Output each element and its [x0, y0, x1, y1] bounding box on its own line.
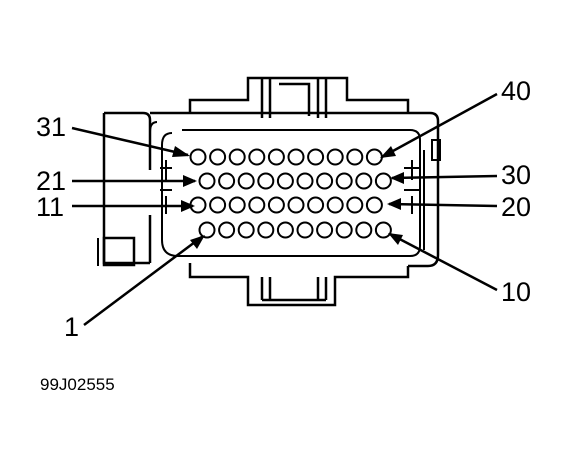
- arrowhead-1: [190, 235, 205, 249]
- pin-cavity-28: [335, 172, 353, 190]
- label-pin-1: 1: [64, 312, 79, 342]
- leader-30: [391, 174, 498, 180]
- leader-1: [83, 234, 204, 327]
- pin-cavity-22: [218, 172, 236, 190]
- leader-31: [71, 126, 189, 157]
- pin-cavity-1: [198, 221, 216, 239]
- pin-cavity-6: [296, 221, 314, 239]
- pin-cavity-13: [228, 196, 246, 214]
- connector-housing: [97, 76, 441, 307]
- arrowhead-10: [388, 233, 403, 245]
- pin-cavity-18: [326, 196, 344, 214]
- label-pin-11: 11: [36, 192, 64, 222]
- pin-cavity-29: [355, 172, 373, 190]
- pin-cavity-30: [374, 172, 392, 190]
- pin-cavity-27: [316, 172, 334, 190]
- pin-cavity-32: [209, 148, 227, 166]
- pin-cavity-35: [267, 148, 285, 166]
- arrowhead-21: [183, 175, 197, 187]
- pin-cavity-4: [257, 221, 275, 239]
- pin-cavity-26: [296, 172, 314, 190]
- arrowhead-11: [181, 200, 195, 212]
- pin-cavity-37: [307, 148, 325, 166]
- label-pin-30: 30: [501, 160, 531, 190]
- leader-10: [389, 232, 498, 292]
- pin-cavity-3: [237, 221, 255, 239]
- pin-cavity-16: [287, 196, 305, 214]
- pin-cavity-21: [198, 172, 216, 190]
- arrowhead-40: [380, 146, 396, 158]
- label-pin-10: 10: [501, 277, 531, 307]
- leader-40: [381, 92, 498, 159]
- pin-cavity-2: [218, 221, 236, 239]
- label-pin-40: 40: [501, 76, 531, 106]
- arrowhead-20: [387, 198, 401, 210]
- pin-cavity-7: [316, 221, 334, 239]
- pin-cavity-23: [237, 172, 255, 190]
- pin-cavity-38: [326, 148, 344, 166]
- pin-cavity-31: [189, 148, 207, 166]
- pin-cavity-8: [335, 221, 353, 239]
- figure-id: 99J02555: [40, 375, 115, 394]
- arrowhead-31: [172, 146, 190, 157]
- pin-cavity-10: [374, 221, 392, 239]
- label-pin-21: 21: [36, 166, 66, 196]
- pin-cavity-20: [365, 196, 383, 214]
- arrowhead-30: [390, 172, 404, 184]
- leader-20: [388, 202, 498, 208]
- pin-cavity-40: [365, 148, 383, 166]
- pin-cavity-34: [248, 148, 266, 166]
- pin-cavity-25: [276, 172, 294, 190]
- pin-cavity-39: [346, 148, 364, 166]
- pin-cavity-33: [228, 148, 246, 166]
- pin-cavity-19: [346, 196, 364, 214]
- pin-cavity-5: [276, 221, 294, 239]
- pin-cavity-14: [248, 196, 266, 214]
- label-pin-20: 20: [501, 192, 531, 222]
- pin-cavity-9: [355, 221, 373, 239]
- pin-cavity-36: [287, 148, 305, 166]
- pin-cavity-24: [257, 172, 275, 190]
- pin-cavity-12: [209, 196, 227, 214]
- label-pin-31: 31: [36, 112, 66, 142]
- pin-cavity-15: [267, 196, 285, 214]
- pin-cavities: [189, 148, 392, 239]
- pin-cavity-17: [307, 196, 325, 214]
- leader-lines: [71, 92, 498, 327]
